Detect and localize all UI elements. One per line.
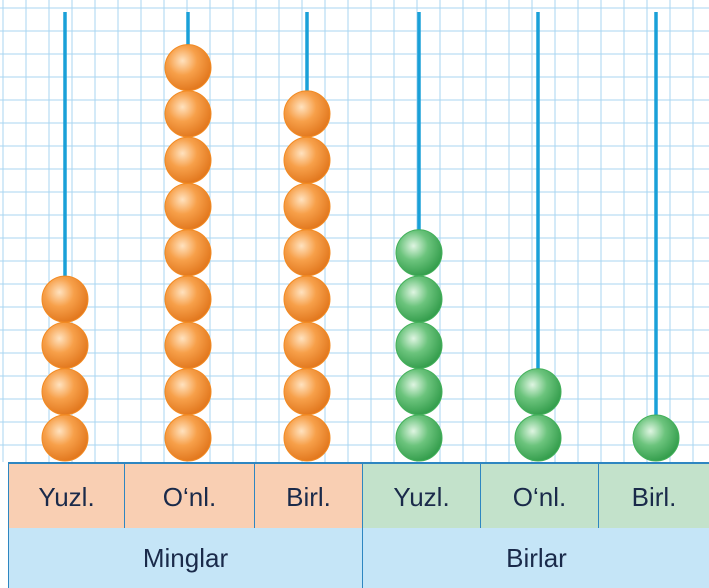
bead (164, 321, 212, 369)
bead (283, 90, 331, 138)
place-label-hundreds: Yuzl. (363, 464, 481, 530)
bead (283, 229, 331, 277)
rod-2 (164, 12, 212, 462)
place-label-thousands-hundreds: Yuzl. (9, 464, 125, 530)
bead (514, 368, 562, 416)
bead (283, 368, 331, 416)
rod-4 (395, 12, 443, 462)
rods-group (41, 12, 680, 462)
bead (164, 44, 212, 92)
place-label-tens: O‘nl. (481, 464, 599, 530)
bead (283, 183, 331, 230)
bead (395, 229, 443, 277)
bead (41, 275, 89, 323)
group-label-minglar: Minglar (9, 528, 363, 588)
place-label-units: Birl. (599, 464, 709, 530)
bead (283, 136, 331, 184)
bead (283, 275, 331, 323)
bead (164, 275, 212, 323)
rod-5 (514, 12, 562, 462)
bead (283, 321, 331, 369)
rod-6 (632, 12, 680, 462)
place-label-thousands-tens: O‘nl. (125, 464, 255, 530)
bead (164, 90, 212, 138)
group-label-birlar: Birlar (363, 528, 709, 588)
bead (164, 136, 212, 184)
bead (164, 414, 212, 462)
abacus-rods (0, 0, 709, 462)
bead (164, 229, 212, 277)
bead (283, 414, 331, 462)
rod-3 (283, 12, 331, 462)
place-label-thousands-units: Birl. (255, 464, 363, 530)
bead (164, 183, 212, 230)
bead (395, 414, 443, 462)
bead (514, 414, 562, 462)
bead (164, 368, 212, 416)
class-row: Minglar Birlar (8, 528, 709, 588)
bead (395, 275, 443, 323)
bead (632, 414, 680, 462)
bead (41, 368, 89, 416)
grid-background (0, 0, 709, 462)
bead (395, 368, 443, 416)
place-value-row: Yuzl. O‘nl. Birl. Yuzl. O‘nl. Birl. (8, 462, 709, 531)
bead (41, 414, 89, 462)
rod-1 (41, 12, 89, 462)
bead (395, 321, 443, 369)
bead (41, 321, 89, 369)
